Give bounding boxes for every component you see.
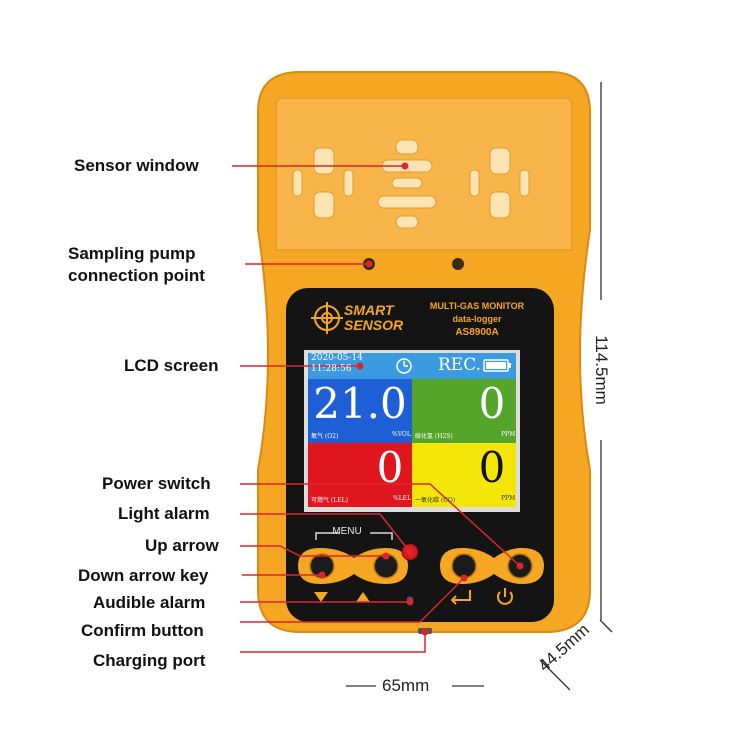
model-no: AS8900A	[455, 327, 499, 338]
label-sampling-pump-line-2: connection point	[68, 266, 205, 285]
lcd-rec: REC.	[438, 355, 482, 375]
up-arrow-icon	[356, 592, 370, 602]
smart-sensor-logo-icon	[311, 302, 343, 334]
lcd-cell-0	[308, 379, 412, 443]
lel-name: 可燃气 (LEL)	[311, 497, 348, 504]
model-text: MULTI-GAS MONITOR data-logger AS8900A	[416, 300, 538, 339]
label-down-arrow-key: Down arrow key	[78, 566, 209, 585]
label-audible-alarm: Audible alarm	[93, 593, 206, 612]
label-light-alarm: Light alarm	[118, 504, 210, 523]
model-title: MULTI-GAS MONITOR	[429, 301, 525, 311]
dimension-lines	[346, 82, 613, 691]
lcd-cell-3	[412, 443, 516, 507]
label-sensor-window: Sensor window	[74, 156, 199, 175]
o2-unit: %VOL	[392, 431, 411, 438]
down-arrow-icon	[314, 592, 328, 602]
pump-connection-right	[452, 258, 464, 270]
confirm-button	[451, 553, 477, 579]
callout-lines	[232, 165, 521, 653]
label-lcd-screen: LCD screen	[124, 356, 219, 375]
enter-icon	[450, 590, 471, 605]
power-icon	[497, 588, 513, 605]
brand-line-2: SENSOR	[344, 317, 404, 333]
label-charging-port: Charging port	[93, 651, 206, 670]
label-up-arrow: Up arrow	[145, 536, 219, 555]
lcd-time: 11:28:56	[311, 364, 352, 374]
label-sampling-pump-line-1: Sampling pump	[68, 244, 196, 263]
o2-name: 氧气 (O2)	[311, 433, 339, 440]
battery-icon	[483, 359, 511, 372]
lel-value: 0	[376, 443, 404, 492]
lel-unit: %LEL	[393, 495, 412, 502]
h2s-value: 0	[478, 379, 506, 428]
label-sampling-pump: Sampling pump connection point	[68, 243, 205, 287]
dimension-height: 114.5mm	[592, 335, 611, 405]
clock-icon	[396, 358, 412, 374]
lcd-cell-2	[308, 443, 412, 507]
brand-text: SMART SENSOR	[344, 303, 403, 333]
h2s-name: 硫化氢 (H2S)	[415, 433, 453, 440]
co-value: 0	[478, 443, 506, 492]
co-name: 一氧化碳 (CO)	[415, 497, 456, 504]
h2s-unit: PPM	[501, 431, 516, 438]
dimension-width: 65mm	[382, 676, 430, 695]
label-confirm-button: Confirm button	[81, 621, 204, 640]
co-unit: PPM	[501, 495, 516, 502]
o2-value: 21.0	[313, 379, 407, 428]
menu-label: MENU	[332, 526, 362, 537]
brand-line-1: SMART	[344, 302, 394, 318]
lcd-cell-1	[412, 379, 516, 443]
label-power-switch: Power switch	[102, 474, 211, 493]
confirm-power-key-pair	[440, 548, 544, 584]
model-sub: data-logger	[452, 314, 502, 324]
lcd-date: 2020-05-14	[311, 353, 363, 363]
